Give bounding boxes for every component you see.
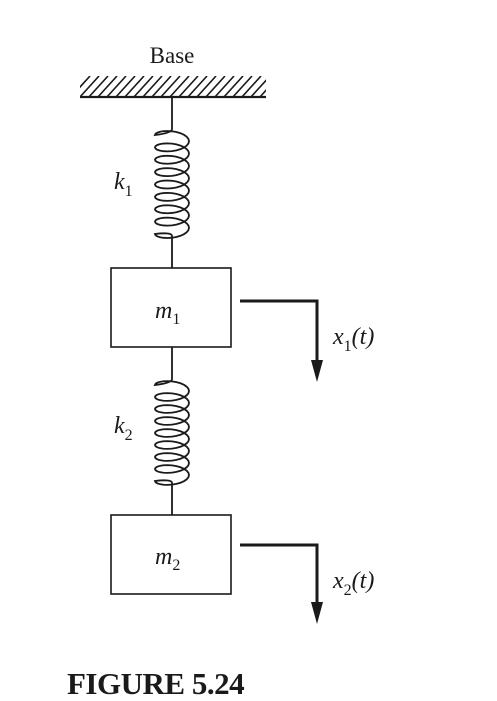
base-label: Base <box>150 43 195 68</box>
displacement-x1-label: x1(t) <box>332 324 374 355</box>
spring-k1-label: k1 <box>114 169 133 200</box>
spring-k2-label: k2 <box>114 413 133 444</box>
mass-m2-block <box>110 514 232 595</box>
displacement-x2-label: x2(t) <box>332 568 374 599</box>
displacement-x1-arrow <box>240 299 323 382</box>
mass-m2-label: m2 <box>155 544 180 574</box>
spring-k1 <box>153 97 190 268</box>
base-support <box>80 76 266 99</box>
mass-m1-label: m1 <box>155 298 180 328</box>
spring-k2 <box>153 347 190 515</box>
figure-caption: FIGURE 5.24 <box>67 666 245 701</box>
displacement-x2-arrow <box>240 543 323 624</box>
mass-m1-block <box>110 267 232 348</box>
